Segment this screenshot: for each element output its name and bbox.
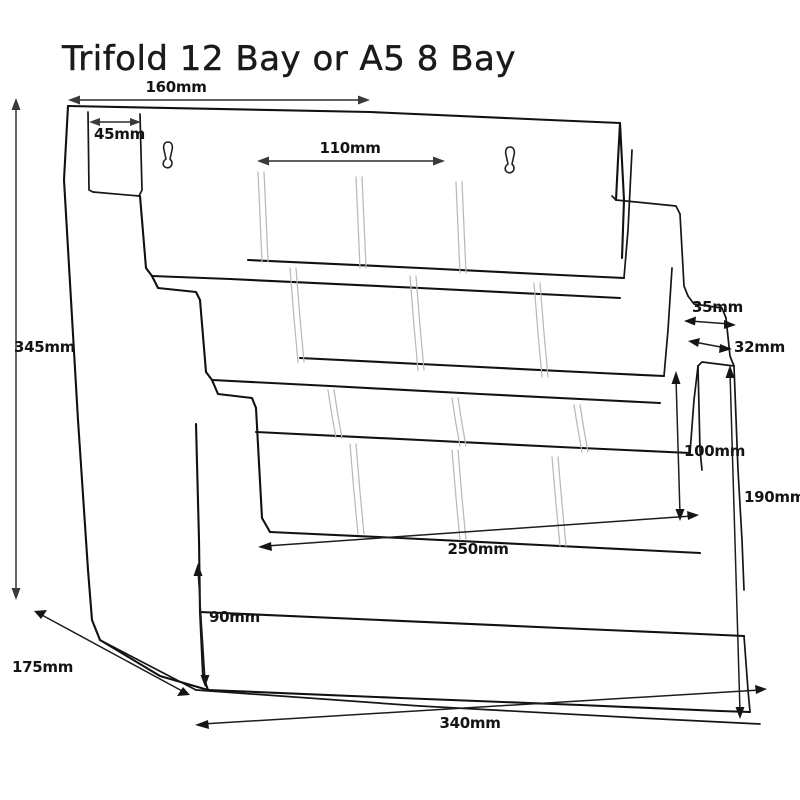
tier1-shelf-front-edge <box>150 274 622 300</box>
tier2-lower-divider-2b <box>457 397 467 447</box>
tier1-divider-1 <box>257 171 263 263</box>
dimension-back-panel-width: 160mm <box>68 78 370 105</box>
page-title: Trifold 12 Bay or A5 8 Bay <box>61 39 516 79</box>
tier2-divider-3 <box>533 282 543 378</box>
tier1-right-riser <box>618 121 626 260</box>
dimension-front-pocket-width: 250mm <box>258 511 699 558</box>
tier3-pocket-floor <box>254 430 692 455</box>
dimension-front-panel-height: 90mm <box>193 563 260 687</box>
back-panel-top-edge <box>66 104 622 125</box>
tier3-left-step <box>210 378 258 410</box>
base-receding-edge-left <box>99 639 197 691</box>
left-wing-flap <box>87 111 94 193</box>
keyhole-slot-left-icon <box>162 141 174 169</box>
tier3-divider-2b <box>457 449 467 541</box>
base-front-bottom-edge <box>195 689 761 725</box>
tier3-divider-1b <box>355 443 365 535</box>
tier3-pocket-right-riser <box>689 365 699 454</box>
tier2-lower-divider-3 <box>573 404 583 453</box>
tier2-divider-2 <box>409 275 419 371</box>
tier2-lower-divider-1 <box>327 389 337 439</box>
dimension-label-250mm: 250mm <box>447 540 508 558</box>
dimension-step-depth: 35mm <box>684 298 743 329</box>
right-lip-panel-wall <box>733 365 745 591</box>
front-panel-right-edge <box>743 635 751 713</box>
tier3-divider-3 <box>551 456 561 547</box>
pocket-dividers-group <box>257 171 589 547</box>
dimension-label-340mm: 340mm <box>439 714 500 732</box>
keyhole-slots-group <box>162 141 516 174</box>
right-step-panel-1 <box>611 195 681 215</box>
tier2-pocket-right-riser <box>663 267 673 377</box>
dimension-base-width: 340mm <box>195 685 767 732</box>
tier3-front-lip-bottom <box>268 530 702 555</box>
tier1-pocket-floor <box>246 258 626 280</box>
product-outline-group <box>62 104 761 725</box>
right-lip-inner-wall <box>697 365 703 471</box>
tier2-divider-2b <box>415 275 425 371</box>
tier3-left-inner-wall <box>254 406 272 534</box>
tier1-divider-3b <box>461 181 467 274</box>
tier1-divider-2b <box>361 176 367 269</box>
tier2-divider-1b <box>295 267 305 363</box>
tier1-divider-3 <box>455 181 461 274</box>
tier2-divider-1 <box>289 267 299 363</box>
dimension-label-190mm: 190mm <box>744 488 800 506</box>
dimension-right-side-height: 190mm <box>725 365 800 719</box>
left-wing-flap-front <box>138 113 143 197</box>
left-wing-bottom-edge <box>92 191 140 197</box>
tier1-divider-2 <box>355 176 361 269</box>
dimension-label-100mm: 100mm <box>684 442 745 460</box>
tier1-left-inner-wall <box>138 194 154 278</box>
tier3-divider-2 <box>451 449 461 541</box>
dimension-overall-height: 345mm <box>11 98 75 600</box>
dimension-label-110mm: 110mm <box>319 139 380 157</box>
dimension-pocket-width-top: 110mm <box>257 139 445 166</box>
dimension-label-32mm: 32mm <box>734 338 785 356</box>
tier2-lower-divider-3b <box>579 404 589 453</box>
dimension-label-160mm: 160mm <box>145 78 206 96</box>
right-lip-panel <box>697 361 735 367</box>
tier2-pocket-floor <box>298 356 666 378</box>
dimension-label-175mm: 175mm <box>12 658 73 676</box>
right-step-panel-1-wall <box>679 213 689 297</box>
dimension-label-345mm: 345mm <box>14 338 75 356</box>
dimension-side-wing-width: 45mm <box>89 118 145 143</box>
right-step-panel-2-wall <box>725 317 735 367</box>
keyhole-slot-right-icon <box>504 146 516 174</box>
tier2-left-step <box>150 274 202 302</box>
dimension-label-90mm: 90mm <box>209 608 260 626</box>
tier2-divider-3b <box>539 282 549 378</box>
tier2-left-inner-wall <box>198 298 214 382</box>
front-panel-top-edge <box>198 610 746 638</box>
tier2-lower-divider-2 <box>451 397 461 447</box>
left-outer-side-panel <box>62 104 102 642</box>
right-side-panel-upper <box>614 121 622 202</box>
tier2-shelf-front-edge <box>210 378 662 405</box>
tier1-pocket-floor-right-riser <box>623 149 633 279</box>
right-step-panel-2 <box>687 295 727 319</box>
left-side-face-bottom-fold <box>98 638 210 692</box>
tier1-divider-1b <box>263 171 269 263</box>
tier3-divider-1 <box>349 443 359 535</box>
front-panel-bottom-edge <box>206 688 752 714</box>
dimension-label-35mm: 35mm <box>692 298 743 316</box>
dimension-pocket-height: 100mm <box>671 371 745 521</box>
dimension-label-45mm: 45mm <box>94 125 145 143</box>
dimension-base-depth: 175mm <box>12 610 190 696</box>
tier2-lower-divider-1b <box>333 389 343 439</box>
tier3-divider-3b <box>557 456 567 547</box>
dimension-lip-depth: 32mm <box>688 338 785 356</box>
